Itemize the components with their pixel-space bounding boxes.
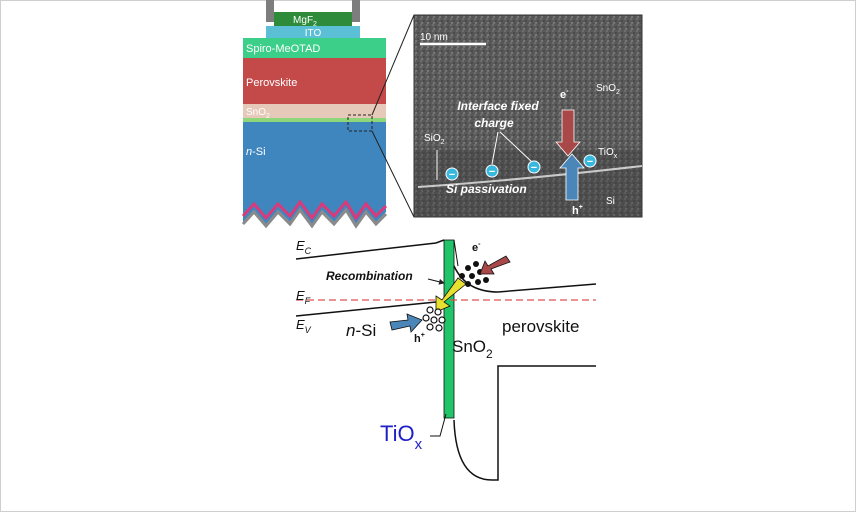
ito-label: ITO (305, 28, 322, 39)
valence-band-sno2 (453, 365, 596, 481)
band-electron-arrow (479, 255, 511, 275)
band-hole-label: h+ (414, 332, 425, 345)
scale-bar-label: 10 nm (420, 32, 448, 43)
fixed-charge (445, 167, 459, 181)
rear-contact-zigzag (241, 199, 388, 221)
fixed-charge-sign: − (531, 162, 537, 174)
fixed-charges: − − − − (445, 154, 597, 181)
recombination-pointer (427, 278, 445, 285)
rear-grey-zigzag (241, 207, 388, 229)
interface-charge-line2: charge (474, 116, 514, 130)
tem-si-label: Si (606, 196, 615, 207)
tiox-pointer (430, 413, 447, 437)
zoom-line-top (371, 14, 415, 116)
mgf2-label: MgF2 (293, 15, 317, 28)
charge-pointer-1 (491, 131, 499, 165)
fixed-charge (485, 164, 499, 178)
tem-image: 10 nm SnO2 e- Interface fixed charge SiO… (413, 14, 643, 218)
band-electron-label: e- (472, 241, 481, 254)
zoom-box (347, 114, 373, 132)
sno2-label: SnO2 (246, 107, 270, 120)
sno2-box-top (453, 239, 459, 267)
left-contact (266, 0, 274, 22)
zoom-line-bottom (371, 130, 415, 218)
recombination-arrow (435, 277, 467, 313)
nsi-label: n-Si (246, 146, 266, 158)
perovskite-label: Perovskite (246, 77, 297, 89)
band-diagram: EC EF EV Recombination e- h+ (295, 238, 597, 481)
conduction-band-sno2 (453, 265, 597, 293)
hole-cluster (422, 306, 446, 332)
interface-charge-line1: Interface fixed (457, 99, 539, 113)
tem-tiox-label: TiOx (598, 147, 618, 160)
spiro-layer (243, 38, 386, 58)
tem-sio2-label: SiO2 (424, 133, 445, 146)
conduction-band-si (295, 239, 445, 260)
ec-label: EC (296, 238, 312, 256)
device-stack: MgF2 ITO Spiro-MeOTAD Perovskite SnO2 n-… (241, 0, 415, 229)
band-sno2-label: SnO2 (452, 337, 493, 361)
band-tiox-label: TiOx (380, 421, 423, 453)
tem-sno2-label: SnO2 (596, 83, 620, 96)
charge-pointer-2 (499, 131, 533, 163)
nsi-layer (243, 122, 386, 224)
perovskite-layer (243, 58, 386, 104)
tem-electron-label: e- (560, 88, 569, 101)
fixed-charge-sign: − (587, 156, 593, 168)
si-interface-line (417, 165, 643, 188)
valence-band-si (295, 299, 445, 317)
fixed-charge (527, 160, 541, 174)
mgf2-layer (274, 12, 352, 26)
band-perovskite-label: perovskite (502, 317, 579, 336)
si-passivation-label: Si passivation (446, 182, 527, 196)
band-hole-arrow (389, 313, 423, 333)
tem-electron-arrow (555, 109, 581, 157)
tem-hole-arrow (559, 153, 585, 201)
fixed-charge (583, 154, 597, 168)
recombination-label: Recombination (326, 269, 413, 283)
fixed-charge-sign: − (489, 166, 495, 178)
right-contact (352, 0, 360, 22)
tiox-thin-layer (243, 118, 386, 122)
fixed-charge-sign: − (449, 169, 455, 181)
band-nsi-label: n-Si (346, 321, 376, 340)
ito-layer (266, 26, 360, 38)
tiox-green-band (443, 239, 455, 419)
spiro-label: Spiro-MeOTAD (246, 43, 320, 55)
electron-cluster (459, 261, 489, 287)
ef-label: EF (296, 288, 311, 306)
ev-label: EV (296, 317, 312, 335)
tem-hole-label: h+ (572, 204, 583, 217)
